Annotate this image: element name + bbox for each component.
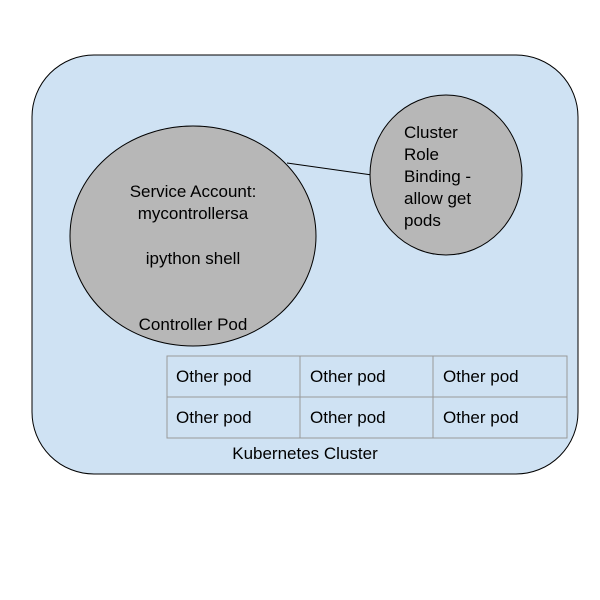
kubernetes-cluster-label: Kubernetes Cluster [232, 444, 378, 463]
ipython-shell-label: ipython shell [146, 249, 241, 268]
role-binding-line: allow get [404, 189, 471, 208]
role-binding-line: pods [404, 211, 441, 230]
other-pod-label: Other pod [176, 367, 252, 386]
role-binding-line: Binding - [404, 167, 471, 186]
other-pod-label: Other pod [310, 408, 386, 427]
binding-connector-line [286, 162, 373, 176]
service-account-name: mycontrollersa [138, 204, 249, 223]
other-pod-label: Other pod [443, 408, 519, 427]
controller-pod-ellipse [69, 125, 317, 347]
other-pod-cell [432, 396, 568, 439]
role-binding-line: Role [404, 145, 439, 164]
other-pod-label: Other pod [176, 408, 252, 427]
other-pod-label: Other pod [310, 367, 386, 386]
cluster-role-binding-ellipse [369, 94, 523, 256]
other-pod-label: Other pod [443, 367, 519, 386]
controller-pod-label: Controller Pod [139, 315, 248, 334]
role-binding-line: Cluster [404, 123, 458, 142]
service-account-label: Service Account: [130, 182, 257, 201]
other-pods-grid: Other pod Other pod Other pod Other pod … [166, 355, 568, 439]
